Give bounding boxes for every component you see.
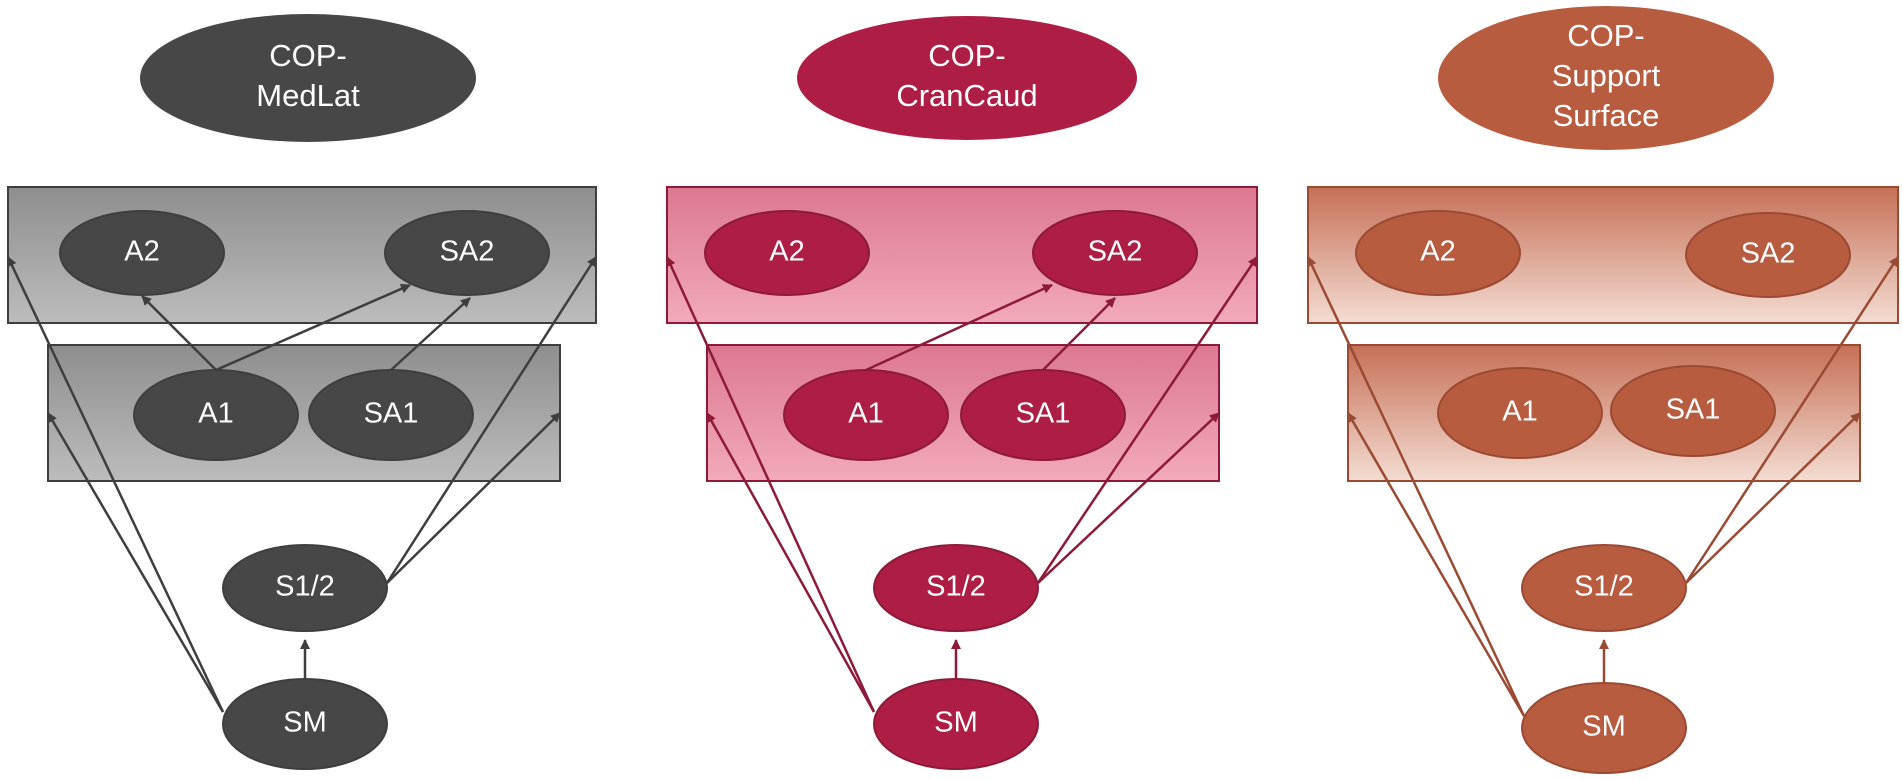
node-ellipse bbox=[1355, 210, 1521, 296]
title-line: COP- bbox=[269, 38, 347, 73]
arrow-edge bbox=[1346, 412, 1526, 717]
title-node: COP- MedLat bbox=[140, 14, 476, 142]
node-ellipse bbox=[1610, 365, 1776, 457]
node-ellipse bbox=[960, 369, 1126, 461]
node-label: A1 bbox=[198, 398, 233, 430]
arrow-edge bbox=[141, 295, 217, 371]
node-label: S1/2 bbox=[275, 571, 335, 603]
title-line: Surface bbox=[1553, 98, 1660, 133]
node-label: SA1 bbox=[1666, 394, 1721, 426]
node-label: S1/2 bbox=[1574, 571, 1634, 603]
node-label: A1 bbox=[848, 398, 883, 430]
arrow-edge bbox=[215, 283, 411, 372]
node-ellipse bbox=[1685, 212, 1851, 298]
lower-level-box bbox=[1347, 344, 1861, 482]
node-sa2: SA2 bbox=[1685, 212, 1851, 298]
node-a1: A1 bbox=[783, 369, 949, 461]
arrow-edge bbox=[1036, 256, 1259, 584]
node-label: SM bbox=[283, 707, 327, 739]
node-a1: A1 bbox=[133, 369, 299, 461]
node-ellipse bbox=[222, 678, 388, 770]
node-ellipse bbox=[1437, 367, 1603, 459]
arrow-edge bbox=[1684, 256, 1900, 584]
arrow-edge bbox=[1042, 297, 1116, 371]
node-s1-2: S1/2 bbox=[222, 544, 388, 632]
node-label: S1/2 bbox=[926, 571, 986, 603]
node-label: SM bbox=[934, 707, 978, 739]
node-ellipse bbox=[873, 544, 1039, 632]
title-line: COP- bbox=[1567, 18, 1645, 53]
arrow-edge bbox=[1306, 256, 1526, 717]
title-ellipse bbox=[140, 14, 476, 142]
node-ellipse bbox=[222, 544, 388, 632]
node-s1-2: S1/2 bbox=[1521, 544, 1687, 632]
node-ellipse bbox=[308, 369, 474, 461]
title-node: COP- CranCaud bbox=[797, 16, 1137, 140]
node-label: SA2 bbox=[1741, 238, 1796, 270]
lower-level-box bbox=[47, 344, 561, 482]
arrow-edge bbox=[1037, 412, 1220, 584]
node-ellipse bbox=[1032, 210, 1198, 296]
node-sa2: SA2 bbox=[1032, 210, 1198, 296]
node-sa1: SA1 bbox=[960, 369, 1126, 461]
node-a1: A1 bbox=[1437, 367, 1603, 459]
arrow-edge bbox=[865, 283, 1053, 372]
node-a2: A2 bbox=[1355, 210, 1521, 296]
node-label: A2 bbox=[124, 236, 159, 268]
node-sm: SM bbox=[222, 678, 388, 770]
node-ellipse bbox=[783, 369, 949, 461]
node-sm: SM bbox=[1521, 682, 1687, 774]
arrow-edge bbox=[390, 297, 471, 371]
node-ellipse bbox=[133, 369, 299, 461]
node-ellipse bbox=[384, 210, 550, 296]
node-ellipse bbox=[1521, 682, 1687, 774]
node-label: A2 bbox=[1420, 236, 1455, 268]
node-sa1: SA1 bbox=[308, 369, 474, 461]
node-sa2: SA2 bbox=[384, 210, 550, 296]
node-label: A1 bbox=[1502, 396, 1537, 428]
node-s1-2: S1/2 bbox=[873, 544, 1039, 632]
arrow-edge bbox=[6, 256, 225, 713]
arrow-edge bbox=[1685, 412, 1861, 584]
node-label: SM bbox=[1582, 711, 1626, 743]
node-label: SA1 bbox=[364, 398, 419, 430]
title-ellipse bbox=[797, 16, 1137, 140]
arrow-edge bbox=[705, 412, 876, 713]
node-label: SA2 bbox=[440, 236, 495, 268]
node-label: SA1 bbox=[1016, 398, 1071, 430]
node-label: SA2 bbox=[1088, 236, 1143, 268]
title-line: CranCaud bbox=[896, 78, 1037, 113]
title-line: Support bbox=[1552, 58, 1661, 93]
arrow-edge bbox=[665, 256, 876, 713]
node-ellipse bbox=[1521, 544, 1687, 632]
node-ellipse bbox=[873, 678, 1039, 770]
node-a2: A2 bbox=[59, 210, 225, 296]
node-sa1: SA1 bbox=[1610, 365, 1776, 457]
node-ellipse bbox=[704, 210, 870, 296]
node-label: A2 bbox=[769, 236, 804, 268]
node-a2: A2 bbox=[704, 210, 870, 296]
title-line: MedLat bbox=[256, 78, 360, 113]
node-sm: SM bbox=[873, 678, 1039, 770]
arrow-edge bbox=[385, 256, 598, 584]
arrow-edge bbox=[386, 412, 561, 584]
node-ellipse bbox=[59, 210, 225, 296]
arrow-edge bbox=[46, 412, 225, 713]
title-ellipse bbox=[1438, 6, 1774, 150]
title-line: COP- bbox=[928, 38, 1006, 73]
